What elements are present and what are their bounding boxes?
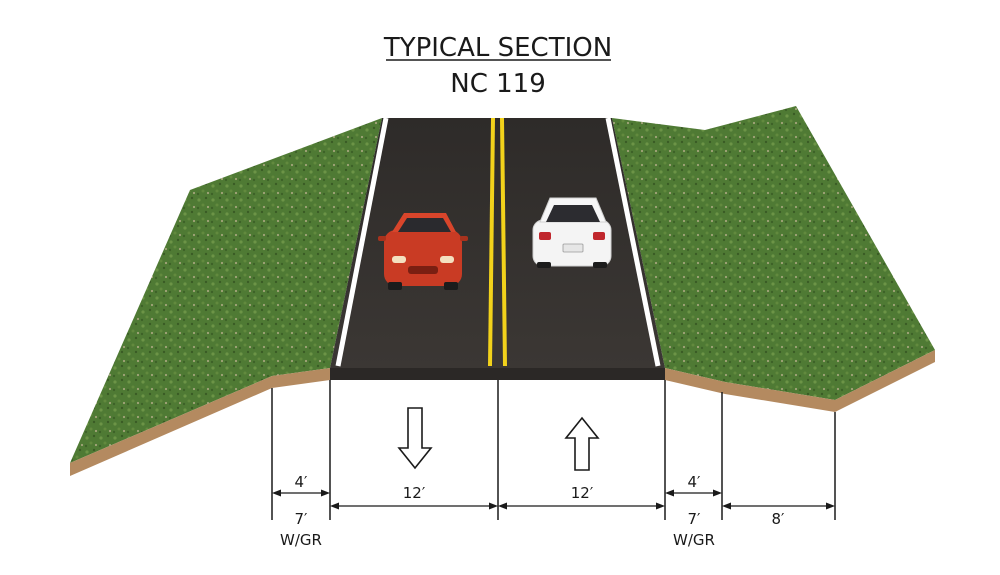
- arrow-down-icon: [397, 407, 433, 470]
- dimension-lines: [272, 489, 835, 510]
- left-edge-line: [335, 117, 389, 367]
- white-car-icon: [532, 197, 612, 268]
- left-shoulder-paved-label: 4′: [295, 473, 309, 491]
- left-shoulder-note: W/GR: [280, 531, 322, 549]
- red-car-icon: [378, 213, 468, 290]
- dimension-extension-lines: [271, 380, 836, 520]
- right-shoulder-total-label: 7′: [688, 510, 702, 528]
- arrow-up-icon: [564, 416, 600, 471]
- right-berm-label: 8′: [772, 510, 786, 528]
- right-shoulder-paved-label: 4′: [688, 473, 702, 491]
- lane-northbound-label: 12′: [571, 484, 594, 502]
- left-embankment: [70, 118, 382, 476]
- center-line-right: [500, 117, 507, 367]
- diagram-title: TYPICAL SECTION: [383, 33, 612, 63]
- center-line-left: [488, 117, 495, 367]
- diagram-subtitle: NC 119: [450, 69, 546, 99]
- roadway: [330, 117, 665, 380]
- lane-southbound-label: 12′: [403, 484, 426, 502]
- left-shoulder-total-label: 7′: [295, 510, 309, 528]
- right-shoulder-note: W/GR: [673, 531, 715, 549]
- right-embankment: [612, 106, 935, 412]
- right-edge-line: [605, 117, 661, 367]
